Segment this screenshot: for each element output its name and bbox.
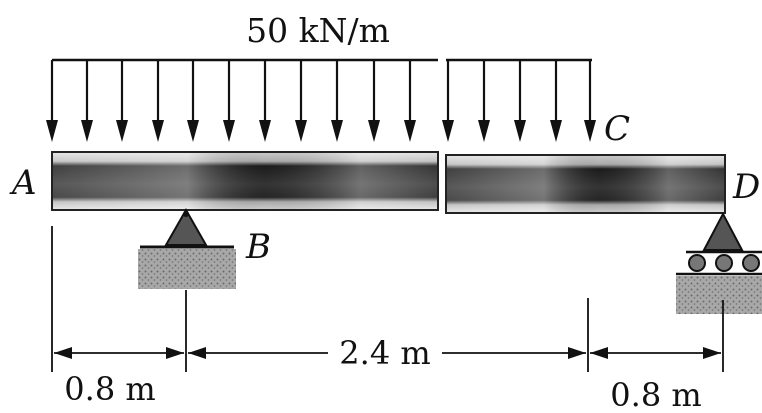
arrow-down-icon (81, 120, 93, 142)
arrow-left-icon (54, 347, 72, 359)
arrow-down-icon (404, 120, 416, 142)
dim-left-overhang-label: 0.8 m (64, 370, 155, 408)
arrow-right-icon (166, 347, 184, 359)
arrow-down-icon (116, 120, 128, 142)
point-d-label: D (732, 167, 760, 207)
dim-span (188, 347, 586, 359)
roller-wheel-3-icon (742, 254, 760, 272)
dim-right-overhang-label: 0.8 m (610, 376, 701, 413)
point-a-label: A (9, 163, 37, 203)
arrow-down-icon (478, 120, 490, 142)
pin-ground-hatch (138, 249, 236, 289)
arrow-right-icon (568, 347, 586, 359)
point-c-label: C (604, 109, 630, 149)
pin-icon (183, 211, 189, 217)
dim-span-label: 2.4 m (339, 334, 430, 372)
arrow-down-icon (584, 120, 596, 142)
dim-left-overhang (54, 347, 184, 359)
arrow-down-icon (259, 120, 271, 142)
roller-wheel-2-icon (715, 254, 733, 272)
arrow-left-icon (590, 347, 608, 359)
roller-ground-hatch (676, 276, 762, 314)
arrow-down-icon (295, 120, 307, 142)
pin-support-b (138, 207, 236, 289)
arrow-down-icon (368, 120, 380, 142)
roller-support-d (676, 211, 762, 314)
arrow-right-icon (703, 347, 721, 359)
arrow-left-icon (188, 347, 206, 359)
dim-right-overhang (590, 347, 721, 359)
arrow-down-icon (550, 120, 562, 142)
arrow-down-icon (223, 120, 235, 142)
arrow-down-icon (187, 120, 199, 142)
arrow-down-icon (331, 120, 343, 142)
load-label: 50 kN/m (246, 11, 390, 50)
beam-left-shade (53, 153, 437, 209)
arrow-down-icon (442, 120, 454, 142)
triangle-roller-icon (702, 211, 744, 251)
arrow-down-icon (152, 120, 164, 142)
arrow-down-icon (514, 120, 526, 142)
point-b-label: B (245, 227, 271, 267)
beam-right-shade (447, 156, 724, 212)
distributed-load-arrows (46, 60, 596, 142)
beam (51, 151, 726, 214)
triangle-pin-icon (164, 207, 208, 246)
roller-wheel-1-icon (688, 254, 706, 272)
arrow-down-icon (46, 120, 58, 142)
